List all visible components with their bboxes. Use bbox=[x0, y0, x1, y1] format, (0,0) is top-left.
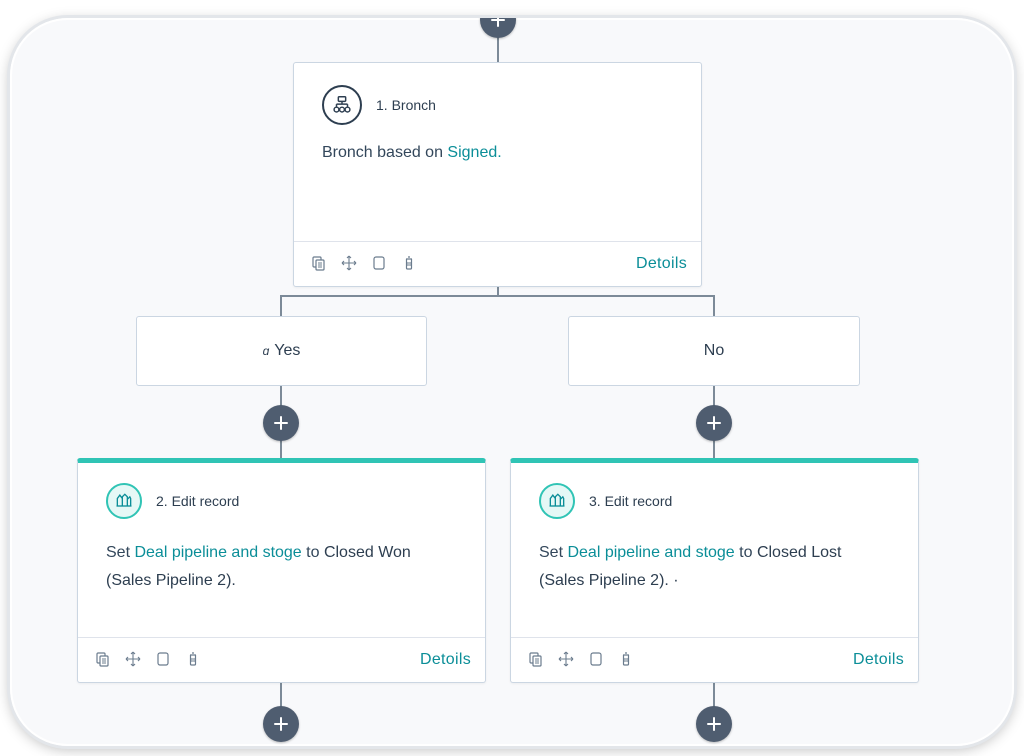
edit-record-icon bbox=[106, 483, 142, 519]
edit-record-toolbar-2: Detoils bbox=[78, 637, 485, 682]
to-text: to bbox=[734, 544, 757, 561]
edit-record-card-2[interactable]: 2. Edit record Set Deal pipeline and sto… bbox=[77, 458, 486, 683]
connector-no-down bbox=[713, 295, 715, 317]
delete-icon[interactable] bbox=[617, 650, 635, 668]
edit-record-description-2: Set Deal pipeline and stoge to Closed Wo… bbox=[106, 539, 457, 595]
branch-details-link[interactable]: Detoils bbox=[635, 255, 687, 272]
plus-icon bbox=[491, 18, 505, 27]
branch-no-label: No bbox=[703, 342, 725, 359]
edit-record-card-3[interactable]: 3. Edit record Set Deal pipeline and sto… bbox=[510, 458, 919, 683]
details-link-3[interactable]: Detoils bbox=[852, 651, 904, 668]
edit-record-description-3: Set Deal pipeline and stoge to Closed Lo… bbox=[539, 539, 890, 595]
add-step-button-top[interactable] bbox=[480, 18, 516, 38]
add-step-button-bottom-no[interactable] bbox=[696, 706, 732, 742]
branch-no[interactable]: No bbox=[568, 316, 860, 386]
edit-record-header-3: 3. Edit record bbox=[539, 483, 672, 519]
workflow-canvas-frame: 1. Bronch Bronch based on Signed. bbox=[10, 18, 1014, 746]
copy-icon[interactable] bbox=[94, 650, 112, 668]
edit-record-icon bbox=[539, 483, 575, 519]
add-step-button-bottom-yes[interactable] bbox=[263, 706, 299, 742]
branch-step-description: Bronch based on Signed. bbox=[322, 139, 673, 167]
connector-top bbox=[497, 20, 499, 63]
add-step-button-no[interactable] bbox=[696, 405, 732, 441]
branch-property-link[interactable]: Signed. bbox=[447, 144, 502, 161]
branch-description-text: Bronch based on bbox=[322, 144, 448, 161]
add-step-button-yes[interactable] bbox=[263, 405, 299, 441]
set-text: Set bbox=[539, 544, 568, 561]
property-link[interactable]: Deal pipeline and stoge bbox=[567, 544, 735, 561]
copy-icon[interactable] bbox=[527, 650, 545, 668]
clone-icon[interactable] bbox=[154, 650, 172, 668]
edit-record-title-3: 3. Edit record bbox=[589, 493, 673, 509]
branch-step-card[interactable]: 1. Bronch Bronch based on Signed. bbox=[293, 62, 702, 287]
move-icon[interactable] bbox=[557, 650, 575, 668]
clone-icon[interactable] bbox=[587, 650, 605, 668]
plus-icon bbox=[274, 416, 288, 430]
branch-icon bbox=[322, 85, 362, 125]
move-icon[interactable] bbox=[340, 254, 358, 272]
value-text: Closed Lost bbox=[756, 544, 842, 561]
value-text: Closed Won bbox=[323, 544, 411, 561]
set-text: Set bbox=[106, 544, 135, 561]
edit-record-header-2: 2. Edit record bbox=[106, 483, 239, 519]
copy-icon[interactable] bbox=[310, 254, 328, 272]
clone-icon[interactable] bbox=[370, 254, 388, 272]
connector-yes-down bbox=[280, 295, 282, 317]
delete-icon[interactable] bbox=[184, 650, 202, 668]
plus-icon bbox=[274, 717, 288, 731]
workflow-canvas: 1. Bronch Bronch based on Signed. bbox=[10, 18, 1014, 746]
plus-icon bbox=[707, 717, 721, 731]
to-text: to bbox=[301, 544, 324, 561]
branch-yes[interactable]: ɑ Yes bbox=[136, 316, 427, 386]
connector-no-bottom bbox=[713, 682, 715, 712]
edit-record-toolbar-3: Detoils bbox=[511, 637, 918, 682]
connector-branch-horizontal bbox=[280, 295, 715, 297]
value-text-continued: (Sales Pipeline 2). bbox=[106, 572, 236, 589]
branch-step-header: 1. Bronch bbox=[322, 85, 436, 125]
value-text-continued: (Sales Pipeline 2). · bbox=[539, 572, 679, 589]
branch-step-toolbar: Detoils bbox=[294, 241, 701, 286]
branch-step-title: 1. Bronch bbox=[376, 97, 436, 113]
move-icon[interactable] bbox=[124, 650, 142, 668]
details-link-2[interactable]: Detoils bbox=[419, 651, 471, 668]
plus-icon bbox=[707, 416, 721, 430]
branch-yes-label: Yes bbox=[274, 342, 301, 359]
branch-yes-marker: ɑ bbox=[262, 344, 270, 358]
delete-icon[interactable] bbox=[400, 254, 418, 272]
edit-record-title-2: 2. Edit record bbox=[156, 493, 240, 509]
property-link[interactable]: Deal pipeline and stoge bbox=[134, 544, 302, 561]
connector-branch-down bbox=[497, 286, 499, 296]
connector-yes-bottom bbox=[280, 682, 282, 712]
